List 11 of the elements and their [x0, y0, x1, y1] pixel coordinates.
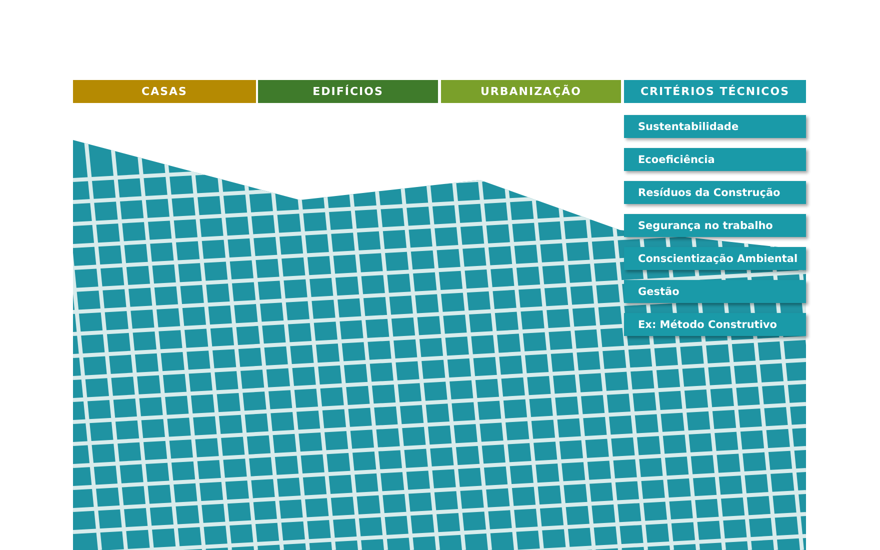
menu-tab: CRITÉRIOS TÉCNICOS	[624, 80, 806, 103]
submenu-item: Ecoeficiência	[624, 148, 806, 171]
submenu-item: Resíduos da Construção	[624, 181, 806, 204]
submenu-item: Conscientização Ambiental	[624, 247, 806, 270]
menu-tab: EDIFÍCIOS	[258, 80, 438, 103]
menu-tab: CASAS	[73, 80, 256, 103]
submenu-item: Segurança no trabalho	[624, 214, 806, 237]
submenu-item: Sustentabilidade	[624, 115, 806, 138]
menu-tab: URBANIZAÇÃO	[441, 80, 621, 103]
submenu-item: Gestão	[624, 280, 806, 303]
submenu-item: Ex: Método Construtivo	[624, 313, 806, 336]
